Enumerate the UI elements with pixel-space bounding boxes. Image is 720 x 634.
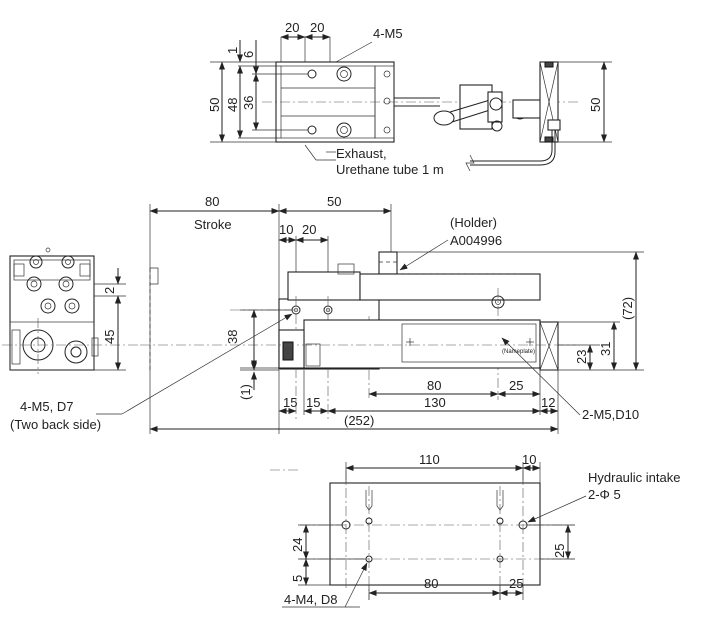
top-exhaust-note: Exhaust, — [336, 146, 387, 161]
front-callout-4m5-d7: 4-M5, D7 — [20, 399, 73, 414]
side-view: 2 45 — [2, 247, 140, 374]
side-dim-2: 2 — [102, 287, 117, 294]
front-callout-2m5-d10: 2-M5,D10 — [582, 407, 639, 422]
top-dim-6: 6 — [241, 51, 256, 58]
bottom-hydraulic-label: Hydraulic intake — [588, 470, 681, 485]
front-dim-10: 10 — [279, 222, 293, 237]
front-dim-80-stroke: 80 — [205, 194, 219, 209]
bottom-dim-10: 10 — [522, 452, 536, 467]
top-dim-1: 1 — [225, 47, 240, 54]
bottom-dim-5: 5 — [290, 575, 305, 582]
top-dim-50-left: 50 — [207, 98, 222, 112]
front-dim-1: (1) — [238, 384, 253, 400]
front-stroke-label: Stroke — [194, 217, 232, 232]
front-dim-20: 20 — [302, 222, 316, 237]
front-holder-label: (Holder) — [450, 215, 497, 230]
front-callout-back-note: (Two back side) — [10, 417, 101, 432]
front-dim-31: 31 — [598, 342, 613, 356]
front-dim-50: 50 — [327, 194, 341, 209]
bottom-hydraulic-holes: 2-Φ 5 — [588, 487, 621, 502]
bottom-dim-25-right: 25 — [552, 544, 567, 558]
bottom-dim-25: 25 — [509, 576, 523, 591]
bottom-view: 110 10 Hydraulic intake 2-Φ 5 24 5 25 80… — [270, 452, 681, 608]
top-dim-36: 36 — [241, 96, 256, 110]
front-dim-72: (72) — [620, 297, 635, 320]
front-view: 80 Stroke 50 10 20 (Holder) A004996 — [10, 194, 644, 434]
front-dim-15b: 15 — [306, 395, 320, 410]
front-dim-252: (252) — [344, 413, 374, 428]
top-callout-4m5: 4-M5 — [373, 26, 403, 41]
front-dim-25: 25 — [509, 378, 523, 393]
top-dim-20b: 20 — [310, 20, 324, 35]
bottom-dim-110: 110 — [419, 452, 440, 467]
top-dim-48: 48 — [225, 98, 240, 112]
bottom-dim-24: 24 — [290, 538, 305, 552]
top-dim-50-right: 50 — [588, 98, 603, 112]
front-dim-15a: 15 — [283, 395, 297, 410]
front-dim-12: 12 — [541, 395, 555, 410]
front-dim-23: 23 — [574, 350, 589, 364]
front-nameplate: (Nameplate) — [502, 349, 535, 355]
front-dim-130: 130 — [424, 395, 446, 410]
top-dim-20a: 20 — [285, 20, 299, 35]
front-dim-80: 80 — [427, 378, 441, 393]
side-dim-45: 45 — [102, 330, 117, 344]
front-holder-part: A004996 — [450, 233, 502, 248]
top-view: 20 20 4-M5 — [207, 20, 612, 177]
front-dim-38: 38 — [225, 330, 240, 344]
bottom-callout-4m4-d8: 4-M4, D8 — [284, 592, 337, 607]
bottom-dim-80: 80 — [424, 576, 438, 591]
top-tube-note: Urethane tube 1 m — [336, 162, 444, 177]
